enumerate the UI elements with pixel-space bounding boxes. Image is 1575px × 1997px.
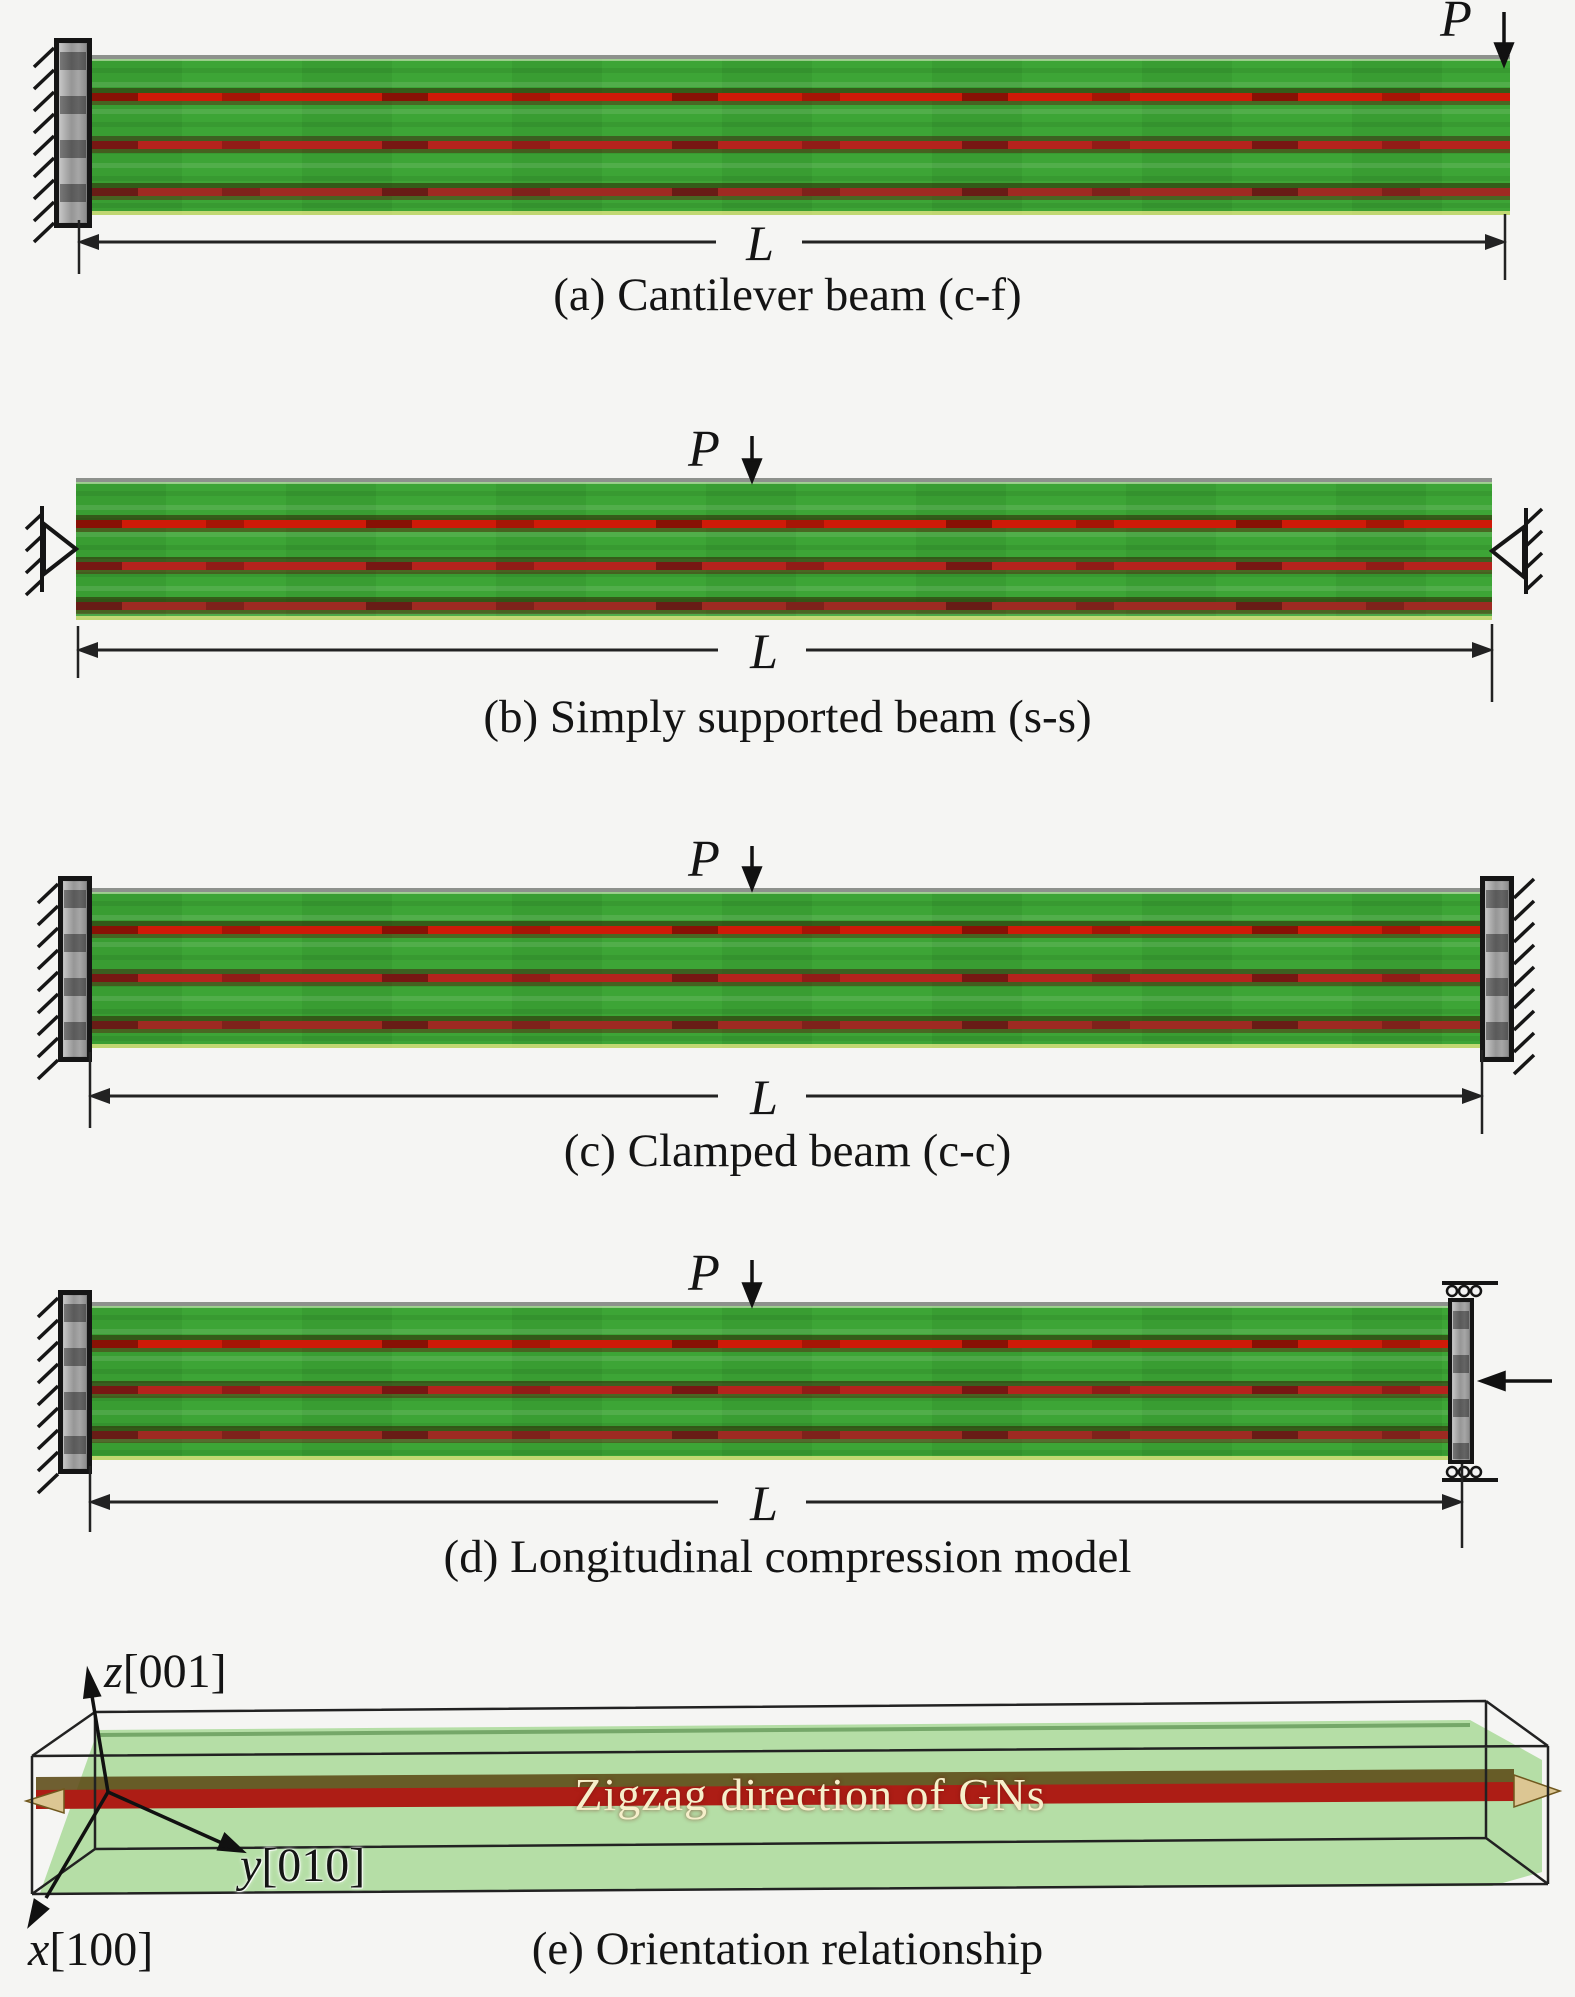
axis-z-label: z[001] <box>104 1644 227 1699</box>
gn-line <box>92 1016 1480 1033</box>
caption-b: (b) Simply supported beam (s-s) <box>483 691 1092 743</box>
clamp-wall-left-a <box>54 38 92 228</box>
gn-line <box>92 1335 1448 1352</box>
axis-x-label: x[100] <box>28 1922 153 1977</box>
axis-x <box>27 1791 110 1929</box>
clamp-wall-right-c <box>1480 876 1514 1062</box>
load-arrow-c <box>741 846 763 893</box>
gn-line <box>92 921 1480 938</box>
beam-bottom-edge <box>92 1456 1448 1460</box>
gn-line <box>92 183 1510 200</box>
caption-d: (d) Longitudinal compression model <box>443 1531 1132 1583</box>
beam-bottom-edge <box>76 616 1492 620</box>
load-label-d: P <box>688 1245 720 1302</box>
hatch-marks-a <box>32 46 56 244</box>
roller-plate-d <box>1448 1298 1474 1464</box>
hatch-marks-d <box>36 1296 60 1495</box>
caption-a: (a) Cantilever beam (c-f) <box>553 269 1022 321</box>
load-label-a: P <box>1440 0 1472 48</box>
load-arrow-b <box>741 436 763 485</box>
axis-x-index: [100] <box>49 1923 154 1976</box>
compression-arrow-d <box>1476 1370 1552 1392</box>
beam-a <box>92 55 1510 215</box>
gn-line <box>92 88 1510 105</box>
length-label-a: L <box>746 215 774 271</box>
gn-line <box>92 136 1510 153</box>
zigzag-arrow-left <box>23 1787 65 1815</box>
axis-y-index: [010] <box>261 1839 366 1892</box>
caption-e: (e) Orientation relationship <box>531 1923 1044 1975</box>
axis-y-label: y[010] <box>240 1838 365 1893</box>
load-label-c: P <box>688 831 720 888</box>
load-label-b: P <box>688 421 720 478</box>
pin-support-right-b <box>1488 507 1544 594</box>
clamp-wall-left-c <box>58 876 92 1062</box>
clamp-wall-left-d <box>58 1290 92 1474</box>
gn-line <box>92 1426 1448 1443</box>
zigzag-arrow-right <box>1513 1773 1563 1809</box>
beam-c <box>92 888 1480 1048</box>
pin-support-left-b <box>24 506 80 597</box>
axis-x-letter: x <box>28 1923 50 1976</box>
axis-z-index: [001] <box>122 1645 227 1698</box>
beam-bottom-edge <box>92 1044 1480 1048</box>
gn-line <box>76 515 1492 532</box>
load-arrow-d <box>741 1260 763 1309</box>
length-label-c: L <box>750 1069 778 1125</box>
zigzag-direction-label: Zigzag direction of GNs <box>574 1769 1046 1820</box>
axis-z-letter: z <box>104 1645 123 1698</box>
length-label-b: L <box>750 623 778 679</box>
gn-line <box>76 557 1492 574</box>
axis-y <box>107 1790 247 1854</box>
beam-bottom-edge <box>92 211 1510 215</box>
gn-line <box>76 597 1492 614</box>
beam-d <box>92 1302 1448 1460</box>
caption-c: (c) Clamped beam (c-c) <box>563 1125 1012 1177</box>
gn-line <box>92 969 1480 986</box>
gn-line <box>92 1381 1448 1398</box>
length-label-d: L <box>750 1475 778 1531</box>
beam-b <box>76 478 1492 620</box>
axis-y-letter: y <box>240 1839 262 1892</box>
